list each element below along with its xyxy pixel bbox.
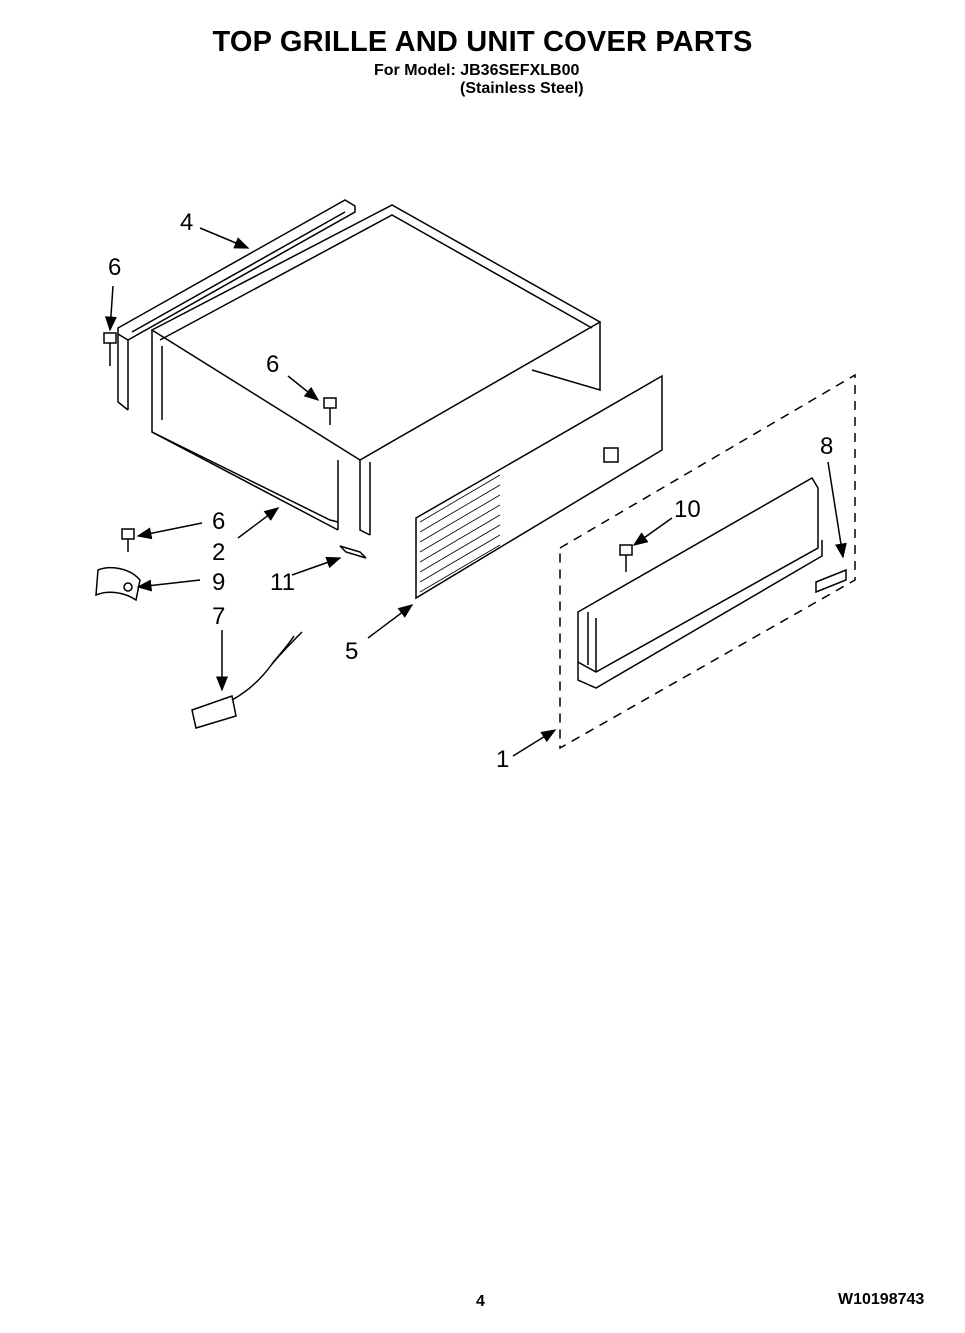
- label-part: [815, 568, 847, 594]
- wire-harness-part: [191, 631, 303, 729]
- rear-panel-part: [415, 374, 663, 600]
- screw-icon: [103, 332, 633, 572]
- callout-11: 11: [270, 569, 295, 596]
- callout-7: 7: [212, 603, 225, 630]
- callout-6: 6: [212, 508, 225, 535]
- callout-5: 5: [345, 638, 358, 665]
- callout-8: 8: [820, 433, 833, 460]
- callout-6: 6: [266, 351, 279, 378]
- unit-cover-part: [150, 204, 602, 536]
- vent-grid: [419, 474, 501, 593]
- clamp-part: [95, 567, 141, 602]
- variant-line: (Stainless Steel): [460, 80, 584, 97]
- leader-arrows: [104, 227, 847, 757]
- callout-6: 6: [108, 254, 121, 281]
- page-title: TOP GRILLE AND UNIT COVER PARTS: [212, 26, 753, 58]
- document-number: W10198743: [838, 1291, 925, 1308]
- callout-9: 9: [212, 569, 225, 596]
- callout-2: 2: [212, 539, 225, 566]
- model-line: For Model: JB36SEFXLB00: [374, 62, 580, 79]
- clip-part: [339, 545, 367, 559]
- callout-1: 1: [496, 746, 509, 773]
- callout-4: 4: [180, 209, 193, 236]
- rear-strip-part: [117, 199, 356, 411]
- grille-assembly-part: [559, 373, 856, 750]
- page-number: 4: [476, 1293, 485, 1310]
- callout-10: 10: [674, 496, 701, 523]
